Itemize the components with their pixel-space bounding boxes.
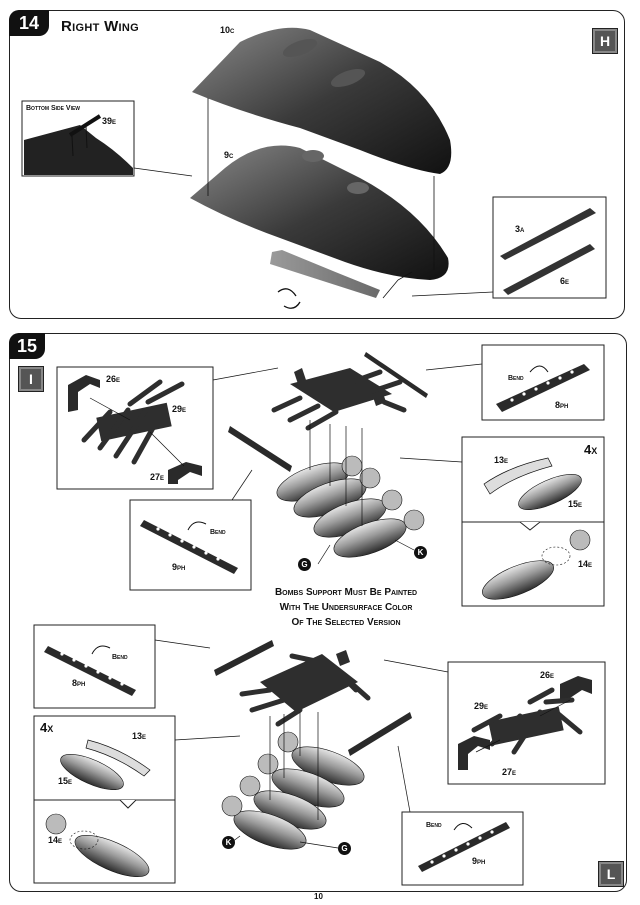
top-bomb-count: 4x bbox=[584, 442, 598, 457]
step-14-marker: H bbox=[593, 29, 617, 53]
bottom-callout-g: G bbox=[338, 842, 351, 855]
top-part-8ph-label: 8ph bbox=[555, 400, 569, 410]
part-3a-label: 3a bbox=[515, 224, 525, 234]
paint-note-line-1: Bombs Support Must Be Painted bbox=[274, 587, 418, 598]
step-14-wing-drawing bbox=[21, 27, 607, 309]
top-part-26e-label: 26e bbox=[106, 374, 121, 384]
part-10c-label: 10c bbox=[220, 25, 235, 35]
step-14-number: 14 bbox=[9, 10, 49, 36]
inset-title: Bottom Side View bbox=[26, 105, 81, 112]
step-15-marker-top: I bbox=[19, 367, 43, 391]
bottom-bend-left-label: Bend bbox=[112, 654, 128, 661]
top-part-27e-label: 27e bbox=[150, 472, 165, 482]
top-callout-k: K bbox=[414, 546, 427, 559]
top-part-14e-label: 14e bbox=[578, 559, 593, 569]
top-callout-g: G bbox=[298, 558, 311, 571]
bottom-part-26e-label: 26e bbox=[540, 670, 555, 680]
part-9c-label: 9c bbox=[224, 150, 234, 160]
bottom-part-29e-label: 29e bbox=[474, 701, 489, 711]
top-part-15e-label: 15e bbox=[568, 499, 583, 509]
upper-wing-shape bbox=[192, 27, 452, 175]
step-15-marker-bottom: L bbox=[599, 862, 623, 886]
bottom-bomb-count: 4x bbox=[40, 720, 54, 735]
part-39e-label: 39e bbox=[102, 116, 117, 126]
paint-note-line-2: With The Undersurface Color bbox=[279, 602, 413, 613]
paint-note-line-3: Of The Selected Version bbox=[291, 617, 401, 628]
top-bend-right-label: Bend bbox=[508, 375, 524, 382]
top-part-29e-label: 29e bbox=[172, 404, 187, 414]
bottom-bend-right-label: Bend bbox=[426, 822, 442, 829]
bottom-part-14e-label: 14e bbox=[48, 835, 63, 845]
bottom-callout-k: K bbox=[222, 836, 235, 849]
bottom-part-9ph-label: 9ph bbox=[472, 856, 486, 866]
part-6e-label: 6e bbox=[560, 276, 570, 286]
step-15-number: 15 bbox=[9, 333, 45, 359]
paint-note: Bombs Support Must Be Painted With The U… bbox=[256, 585, 436, 630]
step-14-title: Right Wing bbox=[61, 18, 139, 35]
flap-shape bbox=[270, 250, 380, 298]
top-part-9ph-label: 9ph bbox=[172, 562, 186, 572]
bottom-part-8ph-label: 8ph bbox=[72, 678, 86, 688]
top-bend-left-label: Bend bbox=[210, 529, 226, 536]
page-number: 10 bbox=[314, 892, 323, 901]
bottom-part-27e-label: 27e bbox=[502, 767, 517, 777]
top-part-13e-label: 13e bbox=[494, 455, 509, 465]
bottom-part-13e-label: 13e bbox=[132, 731, 147, 741]
bottom-part-15e-label: 15e bbox=[58, 776, 73, 786]
lower-wing-shape bbox=[190, 145, 449, 280]
